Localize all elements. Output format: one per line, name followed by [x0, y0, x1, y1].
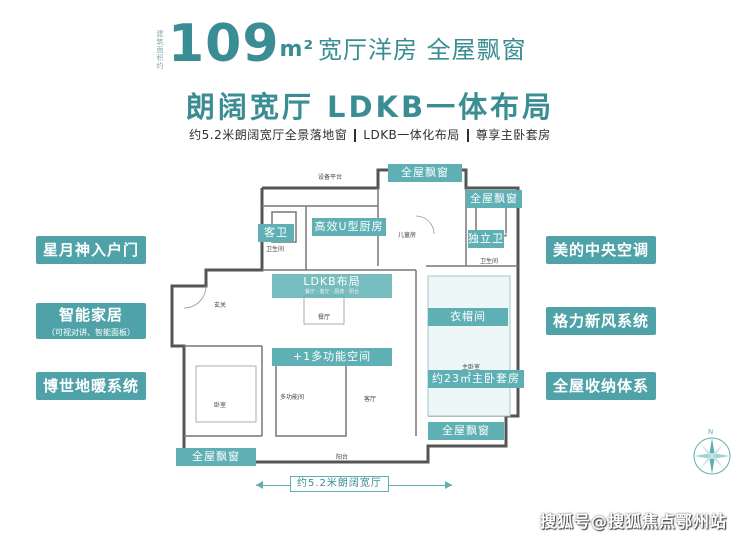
tag-multi-space: +1多功能空间 [272, 348, 392, 366]
tag-closet: 衣帽间 [428, 308, 508, 326]
feature-2: LDKB一体化布局 [363, 128, 460, 142]
floor-plan: 全屋飘窗 全屋飘窗 客卫 高效U型厨房 独立卫浴 LDKB布局餐厅 · 客厅 ·… [166, 164, 528, 476]
room-bath: 卫生间 [266, 246, 285, 253]
area-unit: m² [279, 37, 315, 62]
room-entry: 玄关 [214, 302, 227, 309]
room-equipment: 设备平台 [318, 174, 343, 181]
tag-window-top: 全屋飘窗 [388, 164, 462, 182]
callout-label: 博世地暖系统 [42, 377, 139, 395]
callout-label: 格力新风系统 [552, 312, 649, 330]
subtitle: 朗阔宽厅 LDKB一体布局 [185, 90, 555, 124]
tag-window-topright: 全屋飘窗 [466, 190, 522, 208]
callout-label: 全屋收纳体系 [552, 377, 649, 395]
feature-3: 尊享主卧套房 [475, 128, 551, 142]
area-value: 109 [168, 14, 280, 74]
tag-guest-bath: 客卫 [258, 224, 294, 242]
feature-divider [466, 129, 469, 142]
area-note: 建筑面积约 [156, 30, 164, 70]
callout-smart-home: 智能家居 （可视对讲、智能面板） [36, 303, 146, 339]
room-bedroom: 卧室 [214, 402, 227, 409]
callout-label: 智能家居 [58, 306, 123, 324]
room-bath2: 卫生间 [480, 258, 499, 265]
compass-icon: N [692, 428, 732, 476]
tag-ldkb-note: 餐厅 · 客厅 · 厨房 · 阳台 [304, 289, 360, 295]
feature-line: 约5.2米朗阔宽厅全景落地窗 LDKB一体化布局 尊享主卧套房 [0, 126, 740, 143]
area-number: 109m² [168, 14, 314, 74]
room-master: 主卧室 [462, 364, 481, 371]
compass-north: N [708, 428, 714, 436]
tag-kitchen: 高效U型厨房 [312, 218, 386, 236]
callout-entry-door: 星月神入户门 [36, 236, 146, 264]
tag-window-bottomleft: 全屋飘窗 [176, 448, 256, 466]
headline: 宽厅洋房 全屋飘窗 [318, 36, 527, 64]
callout-label: 美的中央空调 [552, 241, 649, 259]
room-study: 多功能间 [280, 394, 305, 401]
callout-floor-heating: 博世地暖系统 [36, 372, 146, 400]
room-dining: 餐厅 [318, 314, 331, 321]
tag-window-bottomright: 全屋飘窗 [428, 422, 504, 440]
watermark: 搜狐号@搜狐焦点鄂州站 [540, 512, 728, 531]
callout-note: （可视对讲、智能面板） [47, 328, 135, 337]
tag-master-bath: 独立卫浴 [468, 230, 515, 248]
feature-divider [354, 129, 357, 142]
tag-master-suite: 约23㎡主卧套房 [428, 370, 524, 388]
callout-storage: 全屋收纳体系 [546, 372, 656, 400]
width-label: 约5.2米朗阔宽厅 [290, 476, 389, 492]
callout-central-ac: 美的中央空调 [546, 236, 656, 264]
callout-fresh-air: 格力新风系统 [546, 307, 656, 335]
feature-1: 约5.2米朗阔宽厅全景落地窗 [189, 128, 348, 142]
compass-rose [693, 437, 731, 475]
room-child: 儿童房 [398, 232, 417, 239]
callout-label: 星月神入户门 [42, 241, 139, 259]
floor-plan-walls [170, 168, 520, 464]
tag-ldkb: LDKB布局餐厅 · 客厅 · 厨房 · 阳台 [272, 274, 392, 298]
room-balcony: 阳台 [336, 454, 349, 461]
tag-ldkb-label: LDKB布局 [303, 275, 361, 288]
dimension-arrows [256, 481, 452, 489]
room-living: 客厅 [364, 396, 377, 403]
